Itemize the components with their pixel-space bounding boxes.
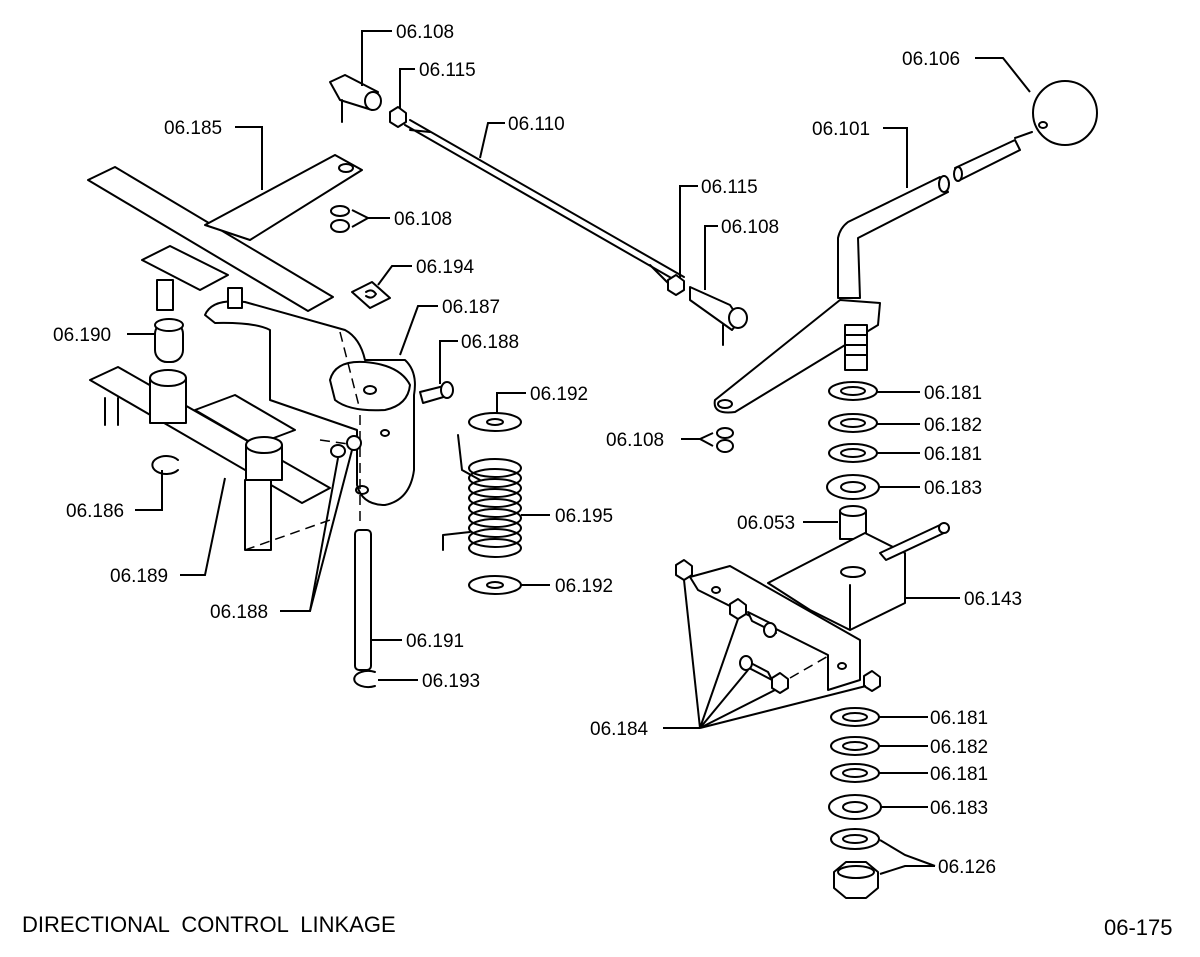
callout-06-192-upper-washer: 06.192 xyxy=(530,384,588,405)
callout-06-182-wave-washer-a: 06.182 xyxy=(924,415,982,436)
callout-06-183-washer-b: 06.183 xyxy=(930,798,988,819)
callout-06-188-bolt: 06.188 xyxy=(461,332,519,353)
leader-lines xyxy=(127,30,1031,875)
callout-06-108-plate-nuts: 06.108 xyxy=(394,209,452,230)
callout-06-188-nuts: 06.188 xyxy=(210,602,268,623)
callout-06-181-washer-a: 06.181 xyxy=(924,383,982,404)
pivot-pin xyxy=(354,529,372,671)
page-number: 06-175 xyxy=(1104,915,1173,940)
housing-block xyxy=(767,532,906,631)
callout-06-181-washer-b: 06.181 xyxy=(924,444,982,465)
diagram-title: DIRECTIONAL CONTROL LINKAGE xyxy=(22,912,396,937)
callout-06-191-pin: 06.191 xyxy=(406,631,464,652)
callout-06-108-arm-nuts: 06.108 xyxy=(606,430,664,451)
side-bracket xyxy=(204,300,416,506)
small-plate xyxy=(141,245,229,291)
callout-06-115-upper-nut: 06.115 xyxy=(419,60,476,81)
top-crossbar xyxy=(204,154,363,241)
bracket-frame-drawing xyxy=(87,154,416,551)
knob xyxy=(1032,80,1098,146)
top-plate xyxy=(87,166,334,312)
left-hardware-drawing xyxy=(151,205,454,688)
spring-drawing xyxy=(442,412,522,595)
callout-06-194-clip: 06.194 xyxy=(416,257,475,278)
callout-06-193-ring: 06.193 xyxy=(422,671,480,692)
callout-06-181-washer-d: 06.181 xyxy=(930,764,988,785)
callout-06-183-washer-a: 06.183 xyxy=(924,478,982,499)
callout-06-053-spacer: 06.053 xyxy=(737,513,795,534)
callout-06-106-knob: 06.106 xyxy=(902,49,960,70)
callout-06-189-bottom-plate: 06.189 xyxy=(110,566,168,587)
housing-drawing xyxy=(675,522,950,694)
callout-06-143-housing: 06.143 xyxy=(964,589,1022,610)
link-rod-drawing xyxy=(329,74,748,346)
callout-06-186-retaining-ring: 06.186 xyxy=(66,501,124,522)
lever-arm xyxy=(713,299,881,414)
callout-06-184-hardware: 06.184 xyxy=(590,719,649,740)
callout-06-126-nut: 06.126 xyxy=(938,857,996,878)
lower-washer-stack-drawing xyxy=(828,707,882,899)
clip xyxy=(351,281,391,309)
callout-06-192-lower-washer: 06.192 xyxy=(555,576,613,597)
callout-06-101-lever: 06.101 xyxy=(812,119,870,140)
callout-06-108-upper-ball-joint: 06.108 xyxy=(396,22,454,43)
callout-06-182-wave-washer-b: 06.182 xyxy=(930,737,988,758)
callout-06-185-top-plate: 06.185 xyxy=(164,118,222,139)
callout-06-108-lower-ball-joint: 06.108 xyxy=(721,217,779,238)
callout-06-195-spring: 06.195 xyxy=(555,506,613,527)
callout-labels: 06.108 06.115 06.110 06.185 06.108 06.11… xyxy=(53,22,1022,878)
shift-lever-drawing xyxy=(713,80,1098,414)
callout-06-190-bushing: 06.190 xyxy=(53,325,111,346)
callout-06-115-lower-nut: 06.115 xyxy=(701,177,758,198)
callout-06-187-side-bracket: 06.187 xyxy=(442,297,500,318)
callout-06-110-link-rod: 06.110 xyxy=(508,114,565,135)
callout-06-181-washer-c: 06.181 xyxy=(930,708,988,729)
